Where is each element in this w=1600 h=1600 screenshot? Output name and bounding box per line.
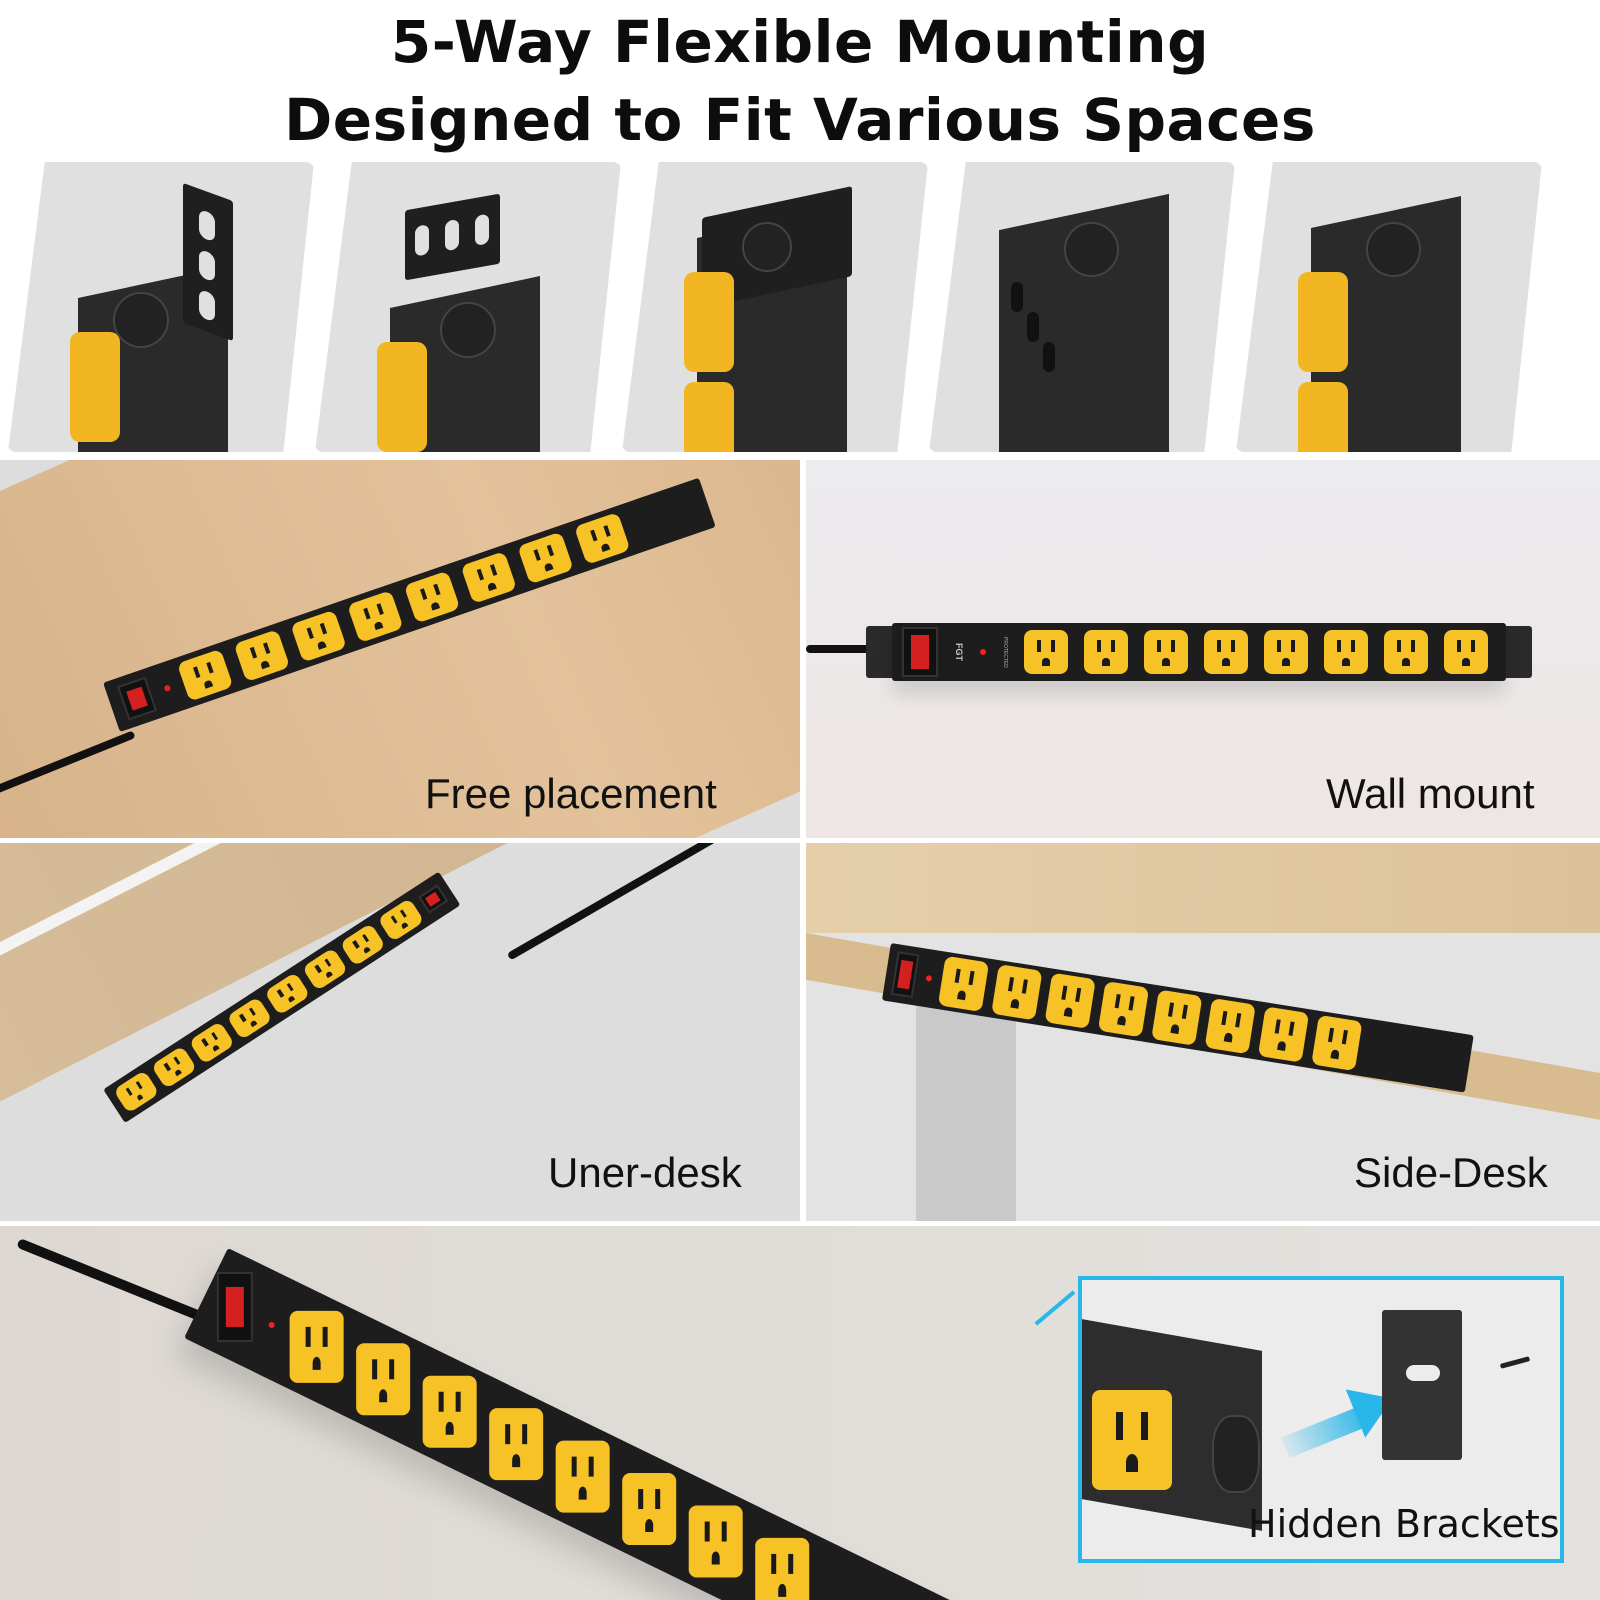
panel-under-desk: Uner-desk [0, 843, 800, 1221]
panel-free-placement: Free placement [0, 460, 800, 838]
outlet-icon [684, 382, 734, 452]
tile-end-cap [1236, 162, 1542, 452]
panel-hidden-brackets: Hidden Brackets [0, 1226, 1600, 1600]
tile-side-slots [929, 162, 1235, 452]
end-cap-icon [1064, 222, 1119, 277]
end-cap-icon [1212, 1415, 1260, 1493]
callout-pointer [1034, 1290, 1076, 1326]
end-cap-icon [440, 302, 496, 358]
hidden-bracket-icon [1382, 1310, 1462, 1460]
label-hidden-brackets: Hidden Brackets [1248, 1502, 1560, 1546]
label-free-placement: Free placement [425, 770, 717, 817]
outlet-icon [684, 272, 734, 372]
bracket-icon [183, 182, 233, 342]
end-cap-icon [113, 292, 169, 348]
power-cord [806, 645, 876, 653]
brand-logo: FGT [954, 643, 964, 661]
bracket-icon [405, 193, 500, 281]
outlet-icon [1298, 272, 1348, 372]
side-slot [1011, 282, 1023, 312]
title-line-1: 5-Way Flexible Mounting [390, 8, 1210, 76]
label-wall-mount: Wall mount [1326, 770, 1535, 817]
panel-wall-mount: FGT PROTECTED Wall mount [806, 460, 1600, 838]
end-cap-icon [1366, 222, 1421, 277]
tile-side-bracket [8, 162, 314, 452]
screw-icon [1499, 1356, 1531, 1369]
power-strip [184, 1248, 961, 1600]
protected-label: PROTECTED [1002, 636, 1008, 668]
outlet-icon [70, 332, 120, 442]
power-cord [506, 843, 754, 961]
tile-flat-bracket [622, 162, 928, 452]
title-line-2: Designed to Fit Various Spaces [284, 86, 1316, 154]
label-side-desk: Side-Desk [1354, 1149, 1548, 1196]
side-slot [1043, 342, 1055, 372]
label-under-desk: Uner-desk [548, 1149, 742, 1196]
tile-rear-bracket [315, 162, 621, 452]
outlet-icon [377, 342, 427, 452]
power-strip: FGT PROTECTED [892, 623, 1506, 681]
desk-top [806, 843, 1600, 933]
outlet-icon [1092, 1390, 1172, 1490]
end-cap-icon [742, 222, 792, 272]
desk-leg [916, 1003, 1016, 1221]
side-slot [1027, 312, 1039, 342]
outlet-icon [1298, 382, 1348, 452]
panel-side-desk: Side-Desk [806, 843, 1600, 1221]
hidden-brackets-inset: Hidden Brackets [1078, 1276, 1564, 1563]
